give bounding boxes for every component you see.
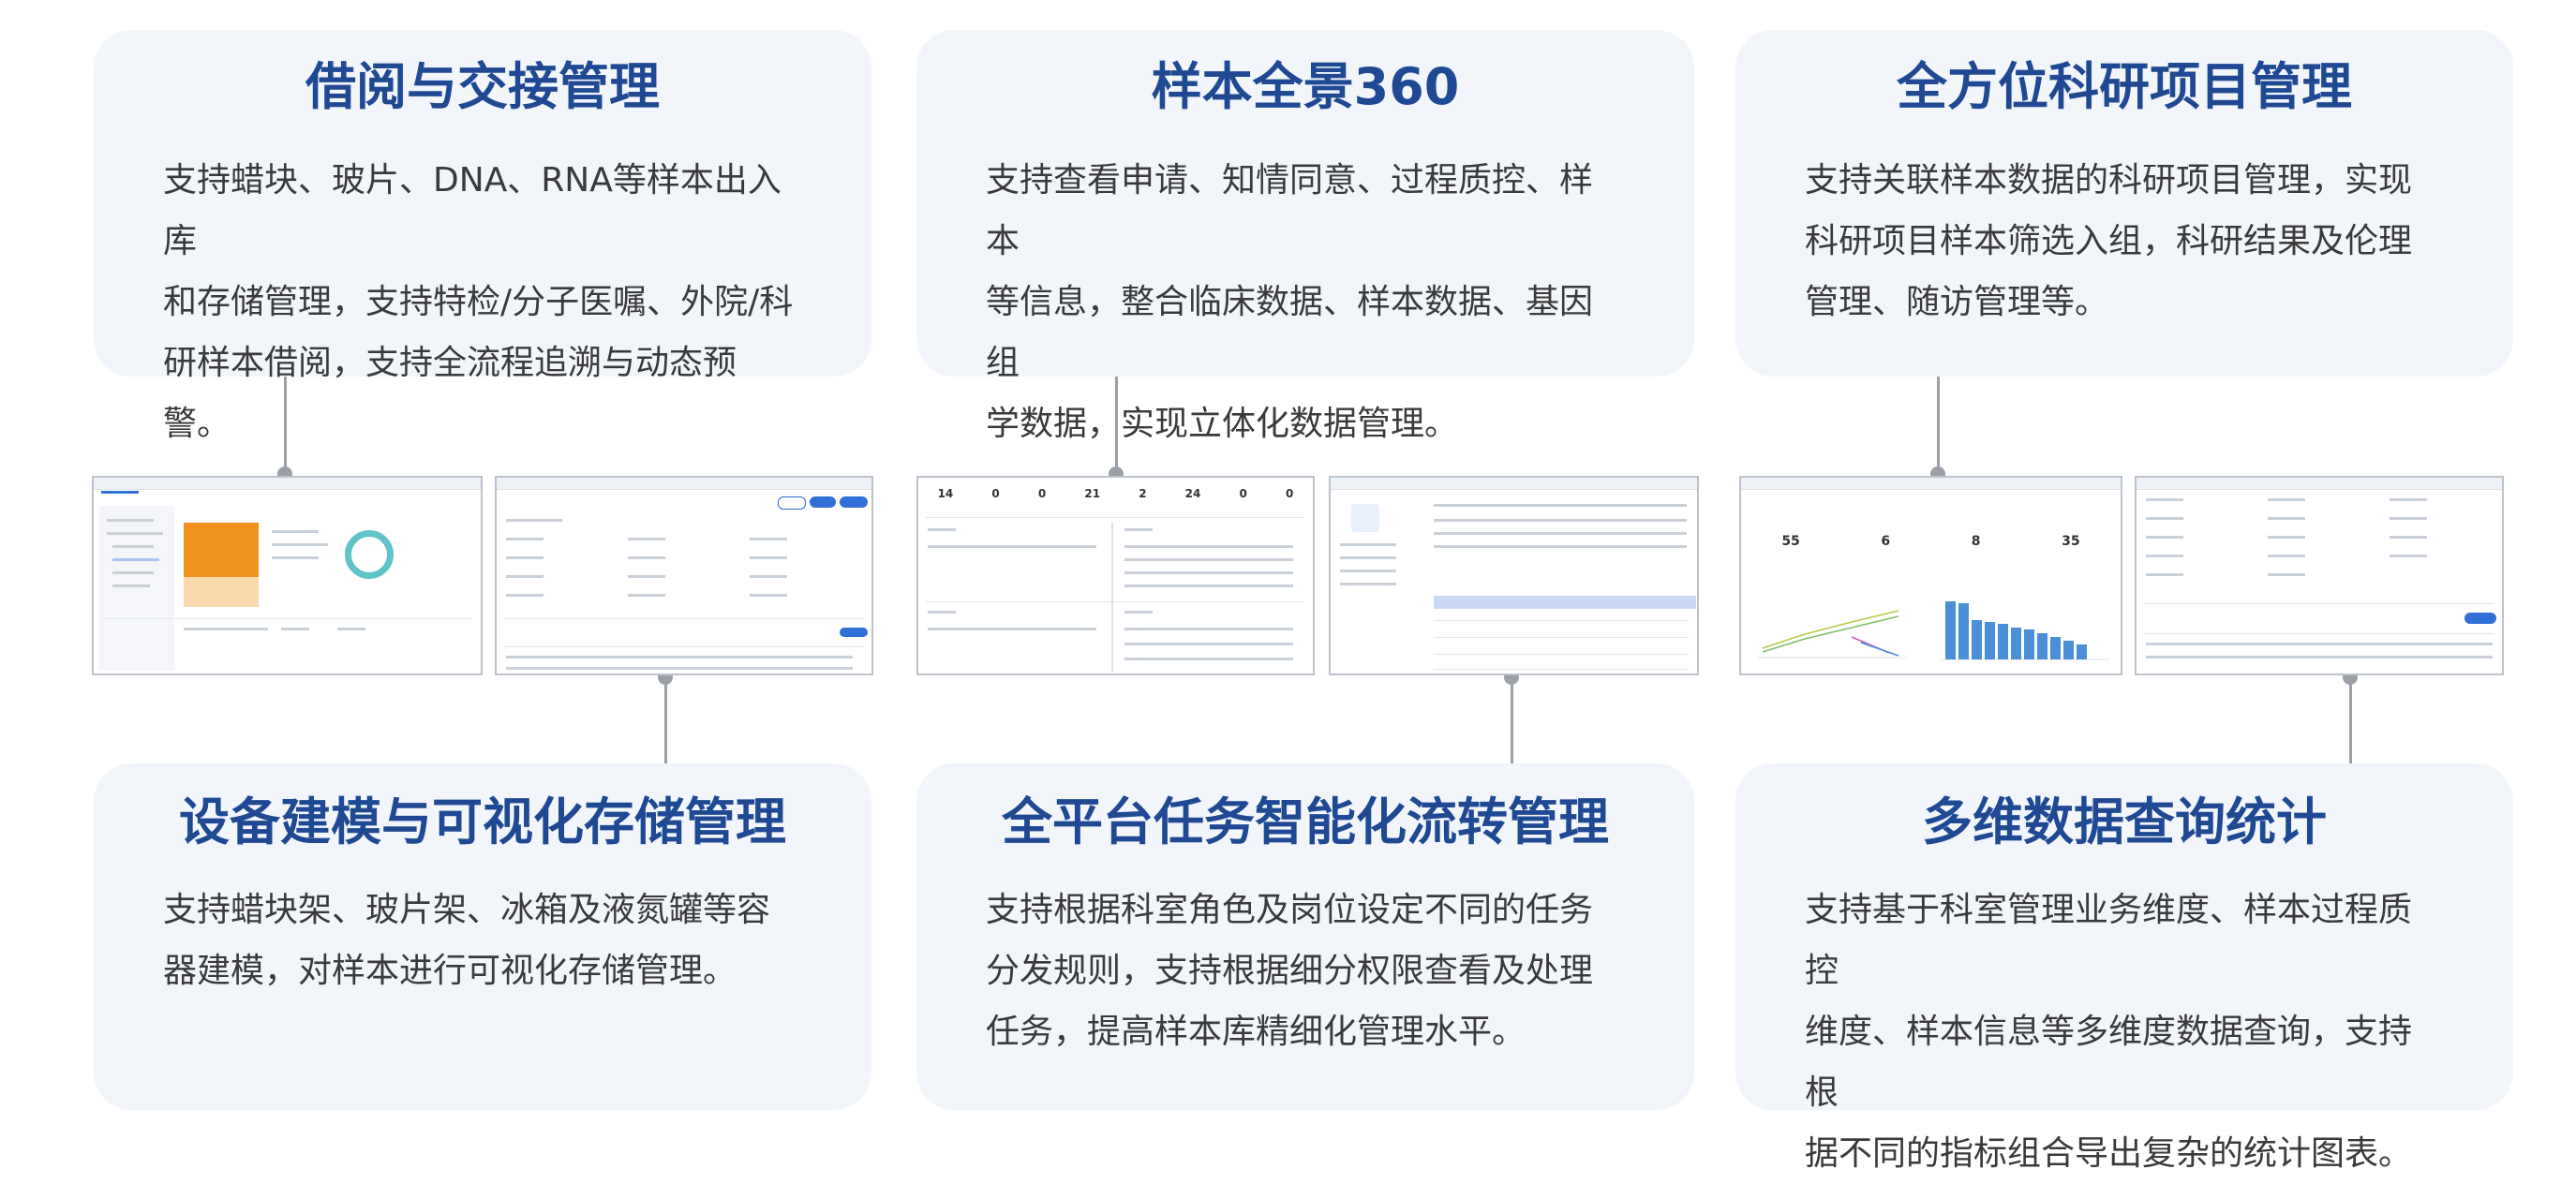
- connector-line: [1511, 678, 1513, 763]
- stat-value: 0: [1285, 487, 1294, 500]
- card-description: 支持关联样本数据的科研项目管理，实现科研项目样本筛选入组，科研结果及伦理管理、随…: [1805, 161, 2413, 321]
- card-title: 借阅与交接管理: [305, 57, 660, 116]
- stat-value: 35: [2062, 534, 2080, 549]
- card-description: 支持查看申请、知情同意、过程质控、样本等信息，整合临床数据、样本数据、基因组学数…: [986, 161, 1594, 443]
- screenshot-storage-management: [92, 476, 483, 675]
- card-sample-360: 样本全景360 支持查看申请、知情同意、过程质控、样本等信息，整合临床数据、样本…: [916, 30, 1694, 443]
- card-title: 样本全景360: [1151, 57, 1460, 116]
- card-borrow-handover: 借阅与交接管理 支持蜡块、玻片、DNA、RNA等样本出入库和存储管理，支持特检/…: [94, 30, 871, 443]
- card-title: 全平台任务智能化流转管理: [1002, 792, 1609, 851]
- stat-value: 2: [1139, 487, 1147, 500]
- connector-line: [1937, 377, 1940, 473]
- screenshot-research-dashboard: 55 6 8 35: [1739, 476, 2122, 675]
- card-device-modeling: 设备建模与可视化存储管理 支持蜡块架、玻片架、冰箱及液氮罐等容器建模，对样本进行…: [94, 763, 871, 1110]
- screenshot-query-form: [2135, 476, 2504, 675]
- distribution-bar-chart: [1941, 601, 2109, 660]
- stat-value: 8: [1971, 534, 1981, 549]
- connector-line: [1115, 377, 1118, 473]
- stat-value: 55: [1781, 534, 1800, 549]
- sample-icon: [1351, 504, 1379, 532]
- stat-value: 0: [1037, 487, 1047, 500]
- card-description: 支持根据科室角色及岗位设定不同的任务分发规则，支持根据细分权限查看及处理任务，提…: [986, 891, 1594, 1051]
- card-title: 设备建模与可视化存储管理: [179, 792, 786, 851]
- card-description: 支持蜡块架、玻片架、冰箱及液氮罐等容器建模，对样本进行可视化存储管理。: [163, 891, 771, 990]
- usage-ring: [345, 530, 394, 579]
- screenshot-task-dashboard: 14 0 0 21 2 24 0 0: [916, 476, 1315, 675]
- card-research-project: 全方位科研项目管理 支持关联样本数据的科研项目管理，实现科研项目样本筛选入组，科…: [1735, 30, 2513, 377]
- connector-line: [664, 678, 667, 763]
- screenshot-sample-360: [1329, 476, 1699, 675]
- card-title: 全方位科研项目管理: [1897, 57, 2352, 116]
- connector-line: [284, 377, 287, 473]
- stat-value: 24: [1184, 487, 1201, 500]
- rack-visual: [184, 523, 259, 577]
- stat-value: 0: [991, 487, 1000, 500]
- screenshot-borrow-form: [495, 476, 873, 675]
- card-title: 多维数据查询统计: [1922, 792, 2327, 851]
- export-button[interactable]: [2464, 613, 2496, 624]
- stat-value: 6: [1881, 534, 1891, 549]
- stat-value: 14: [937, 487, 954, 500]
- card-task-flow: 全平台任务智能化流转管理 支持根据科室角色及岗位设定不同的任务分发规则，支持根据…: [916, 763, 1694, 1110]
- card-description: 支持基于科室管理业务维度、样本过程质控维度、样本信息等多维度数据查询，支持根据不…: [1805, 891, 2413, 1173]
- stat-value: 0: [1239, 487, 1247, 500]
- trend-line-chart: [1758, 610, 1908, 659]
- card-description: 支持蜡块、玻片、DNA、RNA等样本出入库和存储管理，支持特检/分子医嘱、外院/…: [163, 161, 794, 443]
- stat-value: 21: [1084, 487, 1101, 500]
- connector-line: [2349, 678, 2352, 763]
- card-data-query: 多维数据查询统计 支持基于科室管理业务维度、样本过程质控维度、样本信息等多维度数…: [1735, 763, 2513, 1173]
